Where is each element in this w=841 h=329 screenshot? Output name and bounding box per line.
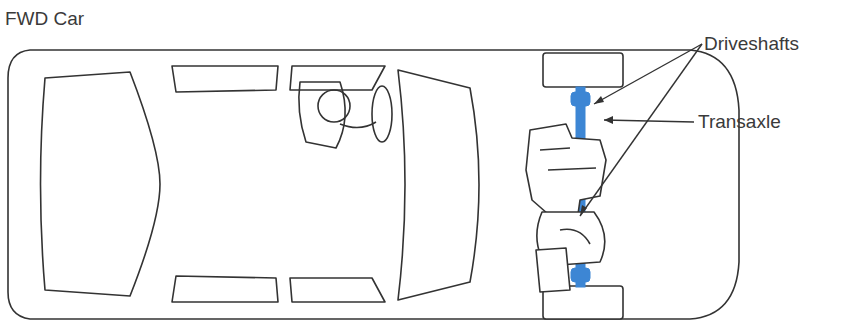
differential — [536, 248, 570, 292]
driver-seat — [299, 82, 345, 148]
steering-wheel — [372, 86, 392, 142]
windshield — [398, 70, 479, 300]
transaxle — [526, 124, 606, 292]
cv-joint — [571, 92, 590, 106]
part-label: Transaxle — [698, 112, 781, 131]
part-label: Driveshafts — [704, 34, 799, 53]
side-window — [172, 66, 278, 92]
diagram-title: FWD Car — [5, 9, 84, 28]
arrowhead — [580, 205, 587, 216]
arrowhead — [604, 116, 613, 124]
leader-line — [580, 44, 702, 216]
driver-head — [318, 90, 350, 122]
side-window — [290, 278, 385, 302]
rear-window — [41, 72, 161, 296]
side-window — [290, 66, 385, 90]
arrowhead — [594, 96, 604, 104]
leader-line — [594, 44, 702, 104]
driver-arm — [340, 122, 376, 128]
leader-line — [604, 120, 694, 122]
car-body — [8, 50, 739, 319]
front-wheel — [543, 53, 623, 87]
arrowheads — [580, 96, 613, 216]
case-detail — [540, 148, 596, 244]
leader-lines — [580, 44, 702, 216]
side-window — [172, 276, 278, 302]
cv-joint — [571, 268, 590, 282]
